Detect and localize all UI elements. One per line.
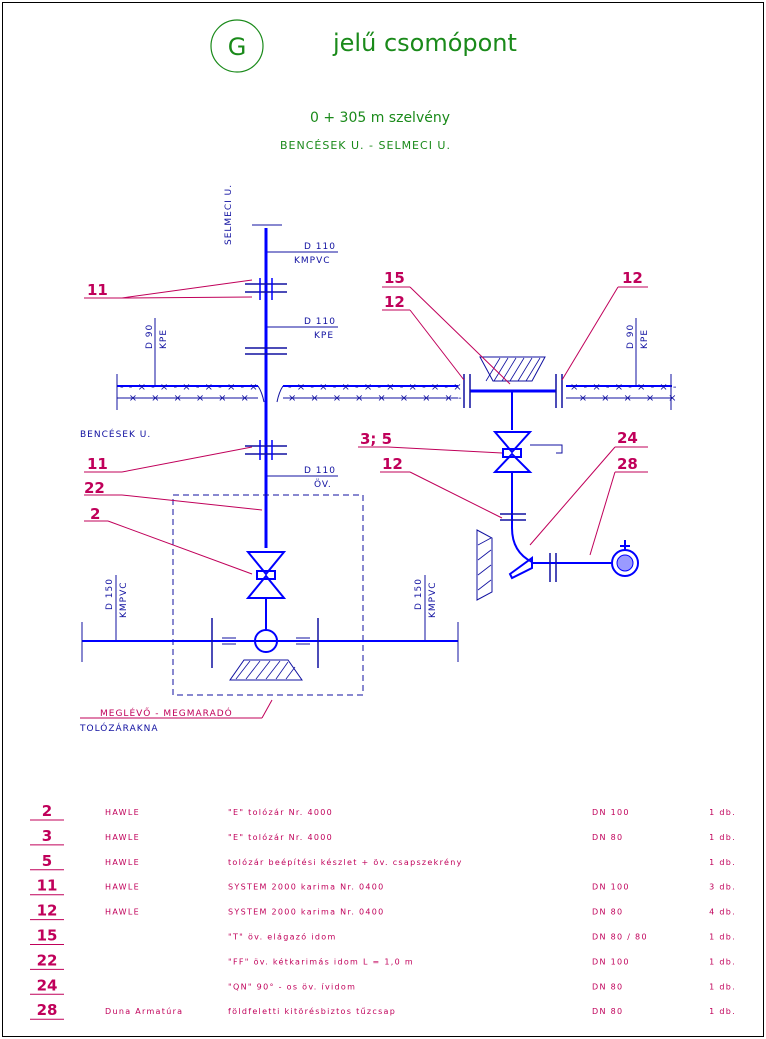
tee-branch bbox=[463, 356, 639, 601]
parts-row-qty: 1 db. bbox=[709, 858, 736, 867]
svg-text:× - × - × - × - × -: × - × - × - × - × - × - × - × - bbox=[288, 393, 463, 404]
parts-row-description: földfeletti kitörésbiztos tűzcsap bbox=[228, 1006, 396, 1016]
pipe-label-kmpvc-a: KMPVC bbox=[294, 256, 331, 266]
callout-11-bottom: 11 bbox=[87, 455, 108, 473]
parts-row-number: 15 bbox=[37, 927, 58, 945]
parts-row-qty: 1 db. bbox=[709, 808, 736, 817]
pipe-label-kpe-right: KPE bbox=[640, 329, 650, 349]
parts-row-description: "E" tolózár Nr. 4000 bbox=[228, 832, 333, 842]
svg-text:- × - × - × - × - ×: - × - × - × - × - × - × - × - × bbox=[288, 382, 463, 393]
parts-row-number: 3 bbox=[42, 827, 52, 845]
parts-row-dn: DN 100 bbox=[592, 957, 630, 966]
pipe-label-kmpvc-left: KMPVC bbox=[119, 581, 129, 618]
pipe-label-d90-right: D 90 bbox=[626, 324, 636, 349]
street-label-selmeci: SELMECI U. bbox=[224, 184, 234, 245]
parts-row-qty: 4 db. bbox=[709, 908, 736, 917]
parts-row-qty: 1 db. bbox=[709, 957, 736, 966]
callout-22: 22 bbox=[84, 479, 105, 497]
parts-row-qty: 1 db. bbox=[709, 833, 736, 842]
svg-text:- × - × - × - × - ×: - × - × - × - × - × - × - bbox=[120, 393, 259, 404]
svg-text:- × - × - × - × - ×: - × - × - × - × - × bbox=[570, 393, 678, 404]
callout-leaders bbox=[80, 279, 648, 719]
parts-row-number: 28 bbox=[37, 1001, 58, 1019]
existing-valve-chamber bbox=[81, 494, 459, 696]
parts-row-qty: 1 db. bbox=[709, 982, 736, 991]
pipe-label-kpe-left: KPE bbox=[159, 329, 169, 349]
parts-row-number: 22 bbox=[37, 951, 58, 969]
pipe-label-d110-a: D 110 bbox=[304, 242, 336, 252]
pipe-label-d90-left: D 90 bbox=[145, 324, 155, 349]
parts-row-qty: 3 db. bbox=[709, 883, 736, 892]
callout-12-right: 12 bbox=[622, 269, 643, 287]
pipe-label-kmpvc-right: KMPVC bbox=[428, 581, 438, 618]
parts-row-description: SYSTEM 2000 karima Nr. 0400 bbox=[228, 883, 385, 892]
parts-row-maker: HAWLE bbox=[105, 883, 140, 892]
node-circle bbox=[210, 19, 264, 73]
parts-row-qty: 1 db. bbox=[709, 1007, 736, 1016]
parts-row-description: SYSTEM 2000 karima Nr. 0400 bbox=[228, 908, 385, 917]
location-label: BENCÉSEK U. - SELMECI U. bbox=[280, 139, 451, 152]
parts-row-number: 11 bbox=[37, 877, 58, 895]
svg-text:- - × - × - × - × -: - - × - × - × - × - × - × bbox=[120, 382, 259, 393]
street-label-bencesek: BENCÉSEK U. bbox=[80, 428, 151, 440]
parts-row-description: "FF" öv. kétkarimás idom L = 1,0 m bbox=[228, 956, 414, 966]
existing-label-2: TOLÓZÁRAKNA bbox=[79, 722, 159, 734]
callout-12-lower: 12 bbox=[382, 455, 403, 473]
callout-3-5: 3; 5 bbox=[360, 430, 392, 448]
callout-11-top: 11 bbox=[87, 281, 108, 299]
pipe-label-d150-left: D 150 bbox=[105, 578, 115, 610]
parts-row-description: "QN" 90° - os öv. ívidom bbox=[228, 982, 356, 991]
existing-label-1: MEGLÉVŐ - MEGMARADÓ bbox=[100, 707, 233, 719]
callout-12-left: 12 bbox=[384, 293, 405, 311]
parts-row-dn: DN 80 bbox=[592, 982, 623, 991]
station-label: 0 + 305 m szelvény bbox=[310, 110, 450, 126]
hatching bbox=[235, 357, 541, 680]
parts-row-number: 5 bbox=[42, 852, 52, 870]
callout-24: 24 bbox=[617, 429, 638, 447]
parts-row-dn: DN 100 bbox=[592, 808, 630, 817]
side-pipe-bencesek: - - × - × - × - × - × - × - × - × - × - … bbox=[116, 374, 678, 410]
parts-row-dn: DN 80 bbox=[592, 1007, 623, 1016]
parts-row-description: tolózár beépítési készlet + öv. csapszek… bbox=[228, 857, 463, 867]
parts-row-maker: HAWLE bbox=[105, 858, 140, 867]
parts-row-description: "T" öv. elágazó idom bbox=[228, 932, 337, 942]
callout-2: 2 bbox=[90, 505, 100, 523]
pipe-label-ov-c: ÖV. bbox=[314, 479, 332, 490]
parts-row-maker: HAWLE bbox=[105, 833, 140, 842]
svg-text:× - × - × - × - × -: × - × - × - × - × - bbox=[570, 382, 678, 393]
pipe-label-d150-right: D 150 bbox=[414, 578, 424, 610]
parts-row-dn: DN 100 bbox=[592, 883, 630, 892]
parts-row-dn: DN 80 bbox=[592, 833, 623, 842]
main-pipe bbox=[245, 224, 287, 630]
callout-15: 15 bbox=[384, 269, 405, 287]
parts-row-qty: 1 db. bbox=[709, 933, 736, 942]
parts-row-maker: HAWLE bbox=[105, 908, 140, 917]
parts-row-number: 2 bbox=[42, 802, 52, 820]
parts-row-number: 12 bbox=[37, 902, 58, 920]
page-title: jelű csomópont bbox=[332, 29, 517, 57]
callout-28: 28 bbox=[617, 455, 638, 473]
node-letter: G bbox=[228, 33, 247, 61]
parts-row-maker: Duna Armatúra bbox=[105, 1007, 183, 1016]
parts-row-dn: DN 80 bbox=[592, 908, 623, 917]
pipe-label-kpe-b: KPE bbox=[314, 331, 334, 341]
parts-row-description: "E" tolózár Nr. 4000 bbox=[228, 807, 333, 817]
pipe-label-d110-b: D 110 bbox=[304, 317, 336, 327]
pipe-label-d110-c: D 110 bbox=[304, 466, 336, 476]
parts-row-dn: DN 80 / 80 bbox=[592, 933, 648, 942]
parts-row-maker: HAWLE bbox=[105, 808, 140, 817]
parts-row-number: 24 bbox=[37, 976, 58, 994]
